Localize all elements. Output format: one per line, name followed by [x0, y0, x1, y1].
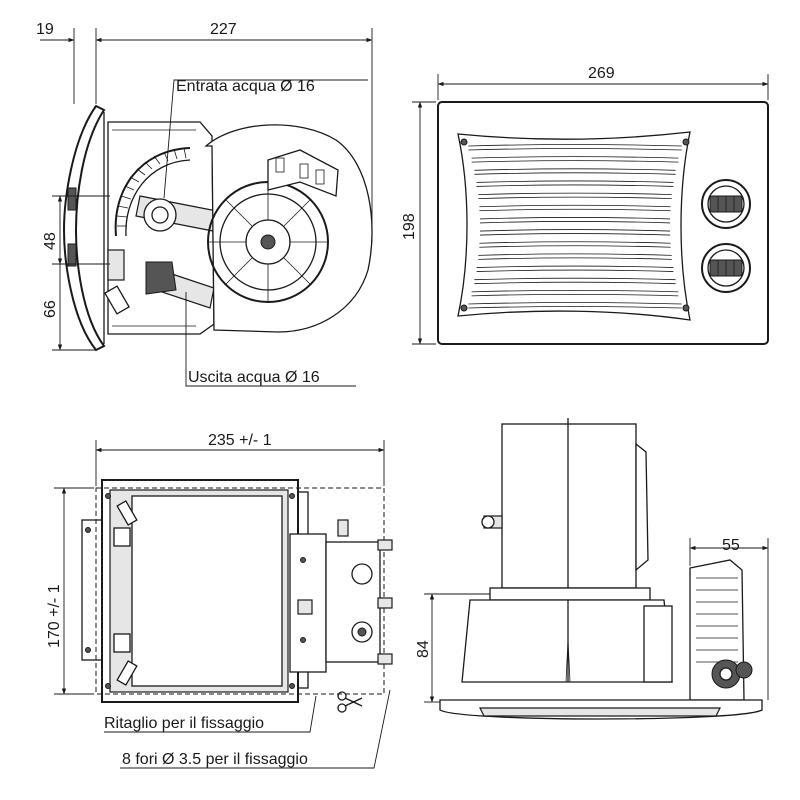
side-bracket [643, 605, 673, 683]
scissors-icon [337, 691, 363, 713]
control-module-detail [275, 157, 325, 185]
module-connector-core [357, 627, 367, 637]
flange-tab-left [81, 519, 103, 661]
grille-slat-edge [478, 257, 672, 260]
grille-slat-edge [468, 148, 682, 151]
housing-base-plate [489, 587, 651, 601]
grille-slat [479, 204, 671, 208]
dim-label-84: 84 [415, 640, 432, 658]
dim-label-235: 235 +/- 1 [208, 432, 272, 449]
side-module-body [325, 541, 381, 663]
lower-housing [461, 599, 673, 683]
panel-knob-lower [67, 243, 77, 267]
front-grille-view: 269 198 [401, 65, 769, 345]
panel-knob-upper [67, 187, 77, 211]
grille-slat-edge [471, 160, 679, 163]
cutout-outline [95, 487, 385, 695]
grille-slat [479, 217, 671, 220]
leader-water-inlet [163, 79, 368, 199]
housing-front-step [635, 442, 649, 572]
module-connector [351, 621, 373, 643]
grille-slat-edge [474, 281, 676, 285]
grille-slat-edge [471, 293, 679, 297]
grille-slat [474, 168, 676, 171]
rear-elevation-view: 55 84 [415, 418, 769, 720]
grille-slat [476, 180, 674, 183]
control-knob-lower[interactable] [701, 243, 751, 293]
grille-slat-edge [476, 269, 674, 272]
inlet-connector [143, 198, 177, 232]
screw [682, 138, 690, 146]
side-section-view: 19 227 48 66 Entrata acqua Ø 16 Uscita a… [36, 21, 373, 387]
grille-slat-edge [479, 221, 671, 224]
screw [682, 304, 690, 312]
grille-slat [471, 156, 679, 159]
grille-slat [479, 241, 671, 244]
grille-slat-edge [478, 196, 672, 200]
grille-slat [478, 253, 672, 256]
grille-slats [468, 144, 682, 309]
label-water-inlet: Entrata acqua Ø 16 [176, 78, 315, 95]
grille-slat-edge [468, 306, 682, 309]
leader-holes [120, 689, 391, 769]
inlet-connector-core [151, 206, 169, 224]
side-connector-block [107, 249, 125, 281]
module-terminals [297, 519, 393, 665]
leader-cutout [104, 695, 317, 733]
grille-slat-edge [479, 208, 671, 212]
front-panel-outline [437, 101, 769, 345]
grille-frame [457, 131, 691, 321]
grille-slat-edge [479, 233, 671, 236]
dim-label-269: 269 [588, 65, 615, 82]
dim-label-55: 55 [722, 537, 740, 554]
bottom-plate-vent [479, 707, 721, 717]
label-cutout: Ritaglio per il fissaggio [104, 715, 264, 732]
dim-label-198: 198 [401, 213, 418, 240]
heat-exchanger-coil [114, 147, 191, 237]
grille-slat-edge [479, 245, 671, 248]
dim-label-48: 48 [42, 232, 59, 250]
mounting-view: 235 +/- 1 170 +/- 1 Ritaglio per il fiss… [46, 432, 393, 769]
gear-hub [719, 667, 733, 681]
shaft-nut [481, 515, 495, 529]
side-clip [104, 285, 130, 315]
control-module [267, 149, 339, 197]
label-water-outlet: Uscita acqua Ø 16 [188, 369, 320, 386]
fan-blades [208, 182, 328, 302]
fan-housing-side [501, 423, 637, 589]
grille-slat [471, 289, 679, 293]
leader-water-outlet [185, 292, 356, 387]
grille-slat [468, 302, 682, 305]
screw [460, 138, 468, 146]
dim-label-227: 227 [210, 21, 237, 38]
fixing-holes [85, 493, 306, 689]
grille-slat [476, 265, 674, 268]
grille-slat-edge [474, 172, 676, 175]
lower-rib-tip [565, 639, 571, 683]
heat-exchanger-inner [125, 159, 191, 237]
grille-back-plate [131, 495, 283, 687]
front-panel-profile [62, 104, 106, 352]
grille-slat [479, 229, 671, 232]
module-connector [351, 563, 373, 585]
label-holes: 8 fori Ø 3.5 per il fissaggio [122, 751, 308, 768]
dim-label-170: 170 +/- 1 [46, 584, 63, 648]
grille-slat [474, 277, 676, 281]
fan-shaft [260, 234, 276, 250]
grille-slat [468, 144, 682, 147]
grille-slat [478, 192, 672, 196]
grille-slat-edge [476, 184, 674, 187]
outlet-valve [145, 261, 177, 295]
dim-label-66: 66 [42, 300, 59, 318]
dim-label-19: 19 [36, 21, 54, 38]
control-knob-upper[interactable] [701, 179, 751, 229]
screw [460, 304, 468, 312]
frame-clips [113, 500, 138, 686]
